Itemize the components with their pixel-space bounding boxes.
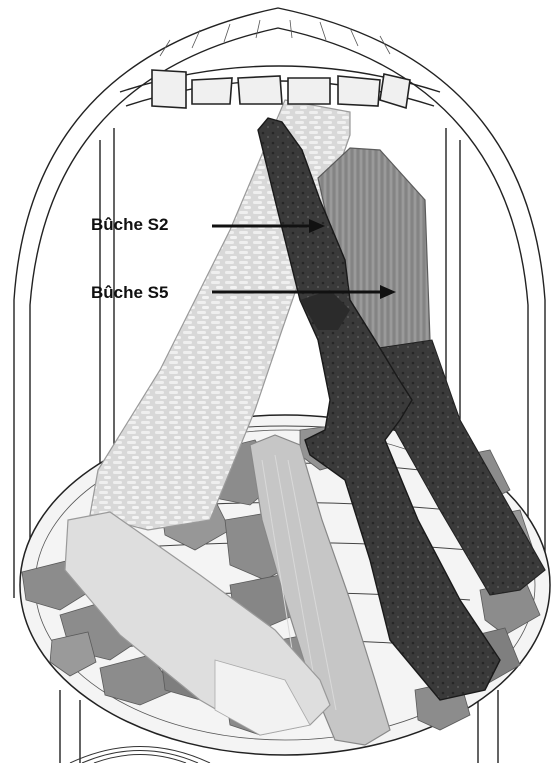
label-buche-s5: Bûche S5	[91, 283, 168, 303]
ring-hatching	[160, 20, 390, 56]
label-buche-s2: Bûche S2	[91, 215, 168, 235]
ash-pan-detail	[70, 747, 210, 763]
